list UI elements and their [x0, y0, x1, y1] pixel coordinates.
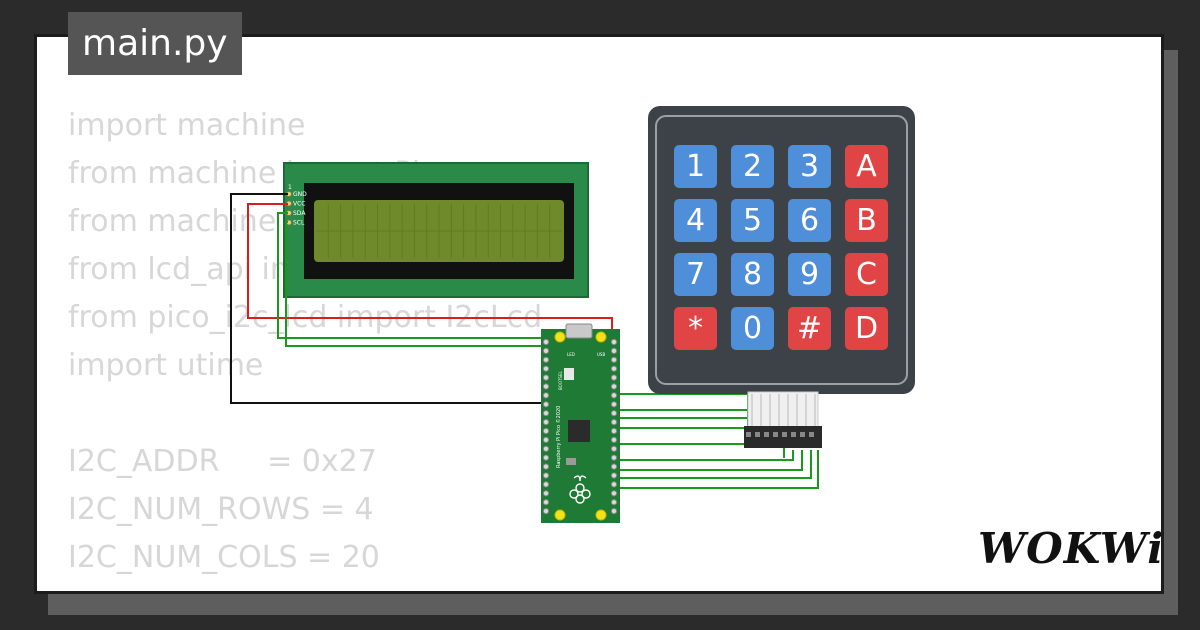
keypad-wire-9 [612, 450, 819, 489]
pico-pin[interactable] [610, 347, 618, 354]
rp2040-chip [568, 420, 590, 442]
keypad-wire-6 [612, 450, 794, 461]
pico-pin[interactable] [610, 356, 618, 363]
keypad-header-pin[interactable] [773, 432, 778, 437]
pico-pin[interactable] [542, 356, 550, 363]
keypad-key[interactable]: 3 [788, 145, 831, 188]
pico-pin[interactable] [610, 436, 618, 443]
pico-pin[interactable] [610, 338, 618, 346]
lcd-module[interactable]: 1 GND VCC SDA SCL [283, 162, 589, 298]
pico-pin[interactable] [610, 383, 618, 390]
pico-pin[interactable] [610, 499, 618, 506]
keypad-key[interactable]: 6 [788, 199, 831, 242]
pico-pin[interactable] [542, 392, 550, 399]
pico-board[interactable]: USB LED BOOTSEL Raspberry Pi Pico ©2020 [541, 323, 620, 523]
pico-pin[interactable] [542, 445, 550, 452]
keypad-header-pin[interactable] [782, 432, 787, 437]
pico-pin[interactable] [610, 463, 618, 470]
bootsel-label: BOOTSEL [558, 371, 563, 390]
code-line: I2C_NUM_COLS = 20 [68, 540, 380, 575]
sda-wire [277, 212, 549, 339]
pico-pin[interactable] [610, 472, 618, 479]
keypad-key[interactable]: 4 [674, 199, 717, 242]
keypad-header-pin[interactable] [809, 432, 814, 437]
pico-pin[interactable] [542, 347, 550, 354]
keypad-wire-8 [612, 450, 812, 479]
keypad-key[interactable]: # [788, 307, 831, 350]
keypad-key[interactable]: C [845, 253, 888, 296]
pico-pin[interactable] [542, 472, 550, 479]
pico-pin[interactable] [610, 490, 618, 497]
pico-pin[interactable] [542, 499, 550, 506]
pico-pin[interactable] [610, 427, 618, 435]
file-tab[interactable]: main.py [68, 12, 242, 75]
pico-pin[interactable] [610, 401, 618, 408]
keypad-wire-3 [612, 417, 767, 444]
pico-pin[interactable] [542, 401, 550, 408]
lcd-pin-label: SDA [293, 210, 306, 217]
keypad-header-pin[interactable] [764, 432, 769, 437]
pico-pin[interactable] [610, 374, 618, 381]
pico-pin[interactable] [542, 410, 550, 417]
pico-pin[interactable] [542, 427, 550, 435]
bootsel-button[interactable] [564, 368, 574, 380]
pico-pin[interactable] [610, 454, 618, 461]
pico-pin[interactable] [610, 481, 618, 488]
lcd-pin-label: GND [293, 191, 307, 198]
usb-connector [565, 323, 593, 339]
keypad-header-pin[interactable] [746, 432, 751, 437]
wokwi-logo: WOKWi [978, 524, 1165, 573]
pico-pin[interactable] [610, 392, 618, 399]
pico-pin[interactable] [542, 338, 550, 346]
pico-pin[interactable] [610, 445, 618, 452]
pico-pin[interactable] [542, 508, 550, 515]
keypad-key[interactable]: * [674, 307, 717, 350]
code-line: I2C_ADDR = 0x27 [68, 444, 377, 479]
code-line: I2C_NUM_ROWS = 4 [68, 492, 374, 527]
keypad-header-pin[interactable] [755, 432, 760, 437]
keypad-key[interactable]: 9 [788, 253, 831, 296]
pico-pin[interactable] [542, 365, 550, 372]
vcc-wire [247, 203, 613, 340]
pico-silk-text: Raspberry Pi Pico ©2020 [555, 406, 562, 468]
keypad-ribbon-cable [747, 391, 819, 429]
code-line: import utime [68, 348, 264, 383]
pico-pin[interactable] [542, 454, 550, 461]
lcd-pin-label: VCC [293, 201, 305, 208]
pico-pin[interactable] [542, 383, 550, 390]
pico-pin[interactable] [542, 374, 550, 381]
keypad-key[interactable]: 8 [731, 253, 774, 296]
pico-pin[interactable] [610, 410, 618, 417]
keypad-key[interactable]: B [845, 199, 888, 242]
code-line: import machine [68, 108, 306, 143]
scl-wire [285, 221, 549, 347]
pico-pin[interactable] [610, 365, 618, 372]
pico-pin[interactable] [542, 419, 550, 426]
keypad-key[interactable]: A [845, 145, 888, 188]
keypad-wire-7 [612, 450, 803, 471]
keypad-key[interactable]: D [845, 307, 888, 350]
pico-pin[interactable] [610, 508, 618, 515]
keypad-header-pin[interactable] [791, 432, 796, 437]
pico-pin[interactable] [542, 481, 550, 488]
pico-pin[interactable] [542, 490, 550, 497]
usb-label: USB [597, 352, 605, 357]
raspberry-logo-icon [569, 475, 591, 504]
led-label: LED [567, 352, 575, 357]
lcd-pin-label: SCL [293, 220, 305, 227]
pico-pin[interactable] [542, 463, 550, 470]
keypad-key[interactable]: 0 [731, 307, 774, 350]
pico-pin[interactable] [610, 419, 618, 426]
keypad-key[interactable]: 2 [731, 145, 774, 188]
keypad-header-pin[interactable] [800, 432, 805, 437]
pico-pin[interactable] [542, 436, 550, 443]
keypad-key[interactable]: 5 [731, 199, 774, 242]
keypad-key[interactable]: 7 [674, 253, 717, 296]
keypad-key[interactable]: 1 [674, 145, 717, 188]
gnd-wire [230, 193, 548, 404]
lcd-pin-number: 1 [288, 184, 292, 191]
